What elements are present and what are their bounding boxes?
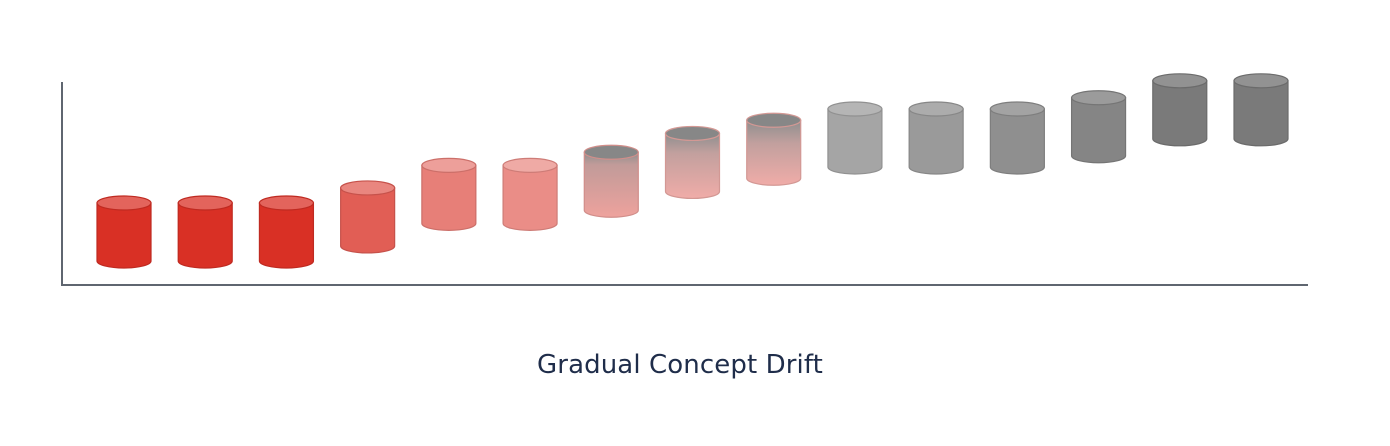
cylinder-top — [583, 144, 639, 160]
cylinder-body — [827, 108, 883, 175]
diagram-caption: Gradual Concept Drift — [537, 350, 823, 380]
axis-lines — [61, 82, 1308, 286]
cylinder-top — [908, 101, 964, 117]
cylinder-top — [340, 180, 396, 196]
data-cylinder — [583, 144, 639, 218]
data-cylinder — [502, 157, 558, 231]
data-cylinder — [96, 195, 152, 269]
cylinder-top — [1070, 90, 1127, 106]
cylinder-top — [177, 195, 233, 211]
cylinder-body — [258, 202, 315, 269]
data-cylinder — [827, 101, 883, 175]
cylinder-body — [502, 164, 558, 231]
data-cylinder — [258, 195, 315, 269]
cylinder-top — [1233, 73, 1289, 89]
cylinder-top — [989, 101, 1045, 117]
cylinder-body — [989, 108, 1045, 175]
cylinder-top — [1152, 73, 1208, 89]
cylinder-body — [177, 202, 233, 269]
data-cylinder — [340, 180, 396, 254]
data-cylinder — [989, 101, 1045, 175]
cylinder-top — [421, 157, 477, 173]
data-cylinder — [1070, 90, 1127, 164]
cylinder-body — [1070, 97, 1127, 164]
data-cylinder — [664, 125, 721, 200]
cylinder-body — [340, 187, 396, 254]
cylinder-body — [1152, 80, 1208, 147]
cylinder-body — [421, 164, 477, 231]
data-cylinder — [177, 195, 233, 269]
data-cylinder — [421, 157, 477, 231]
cylinder-body — [96, 202, 152, 269]
cylinder-top — [502, 157, 558, 173]
cylinder-body — [1233, 80, 1289, 147]
cylinder-top — [746, 112, 802, 128]
cylinder-top — [96, 195, 152, 211]
data-cylinder — [1233, 73, 1289, 147]
data-cylinder — [908, 101, 964, 175]
cylinder-body — [746, 119, 802, 186]
cylinder-body — [583, 151, 639, 218]
cylinder-body — [664, 132, 721, 200]
cylinder-top — [664, 125, 721, 142]
data-cylinder — [746, 112, 802, 186]
cylinder-top — [258, 195, 315, 211]
cylinder-body — [908, 108, 964, 175]
cylinder-top — [827, 101, 883, 117]
cylinder-sequence — [96, 73, 1289, 269]
data-cylinder — [1152, 73, 1208, 147]
